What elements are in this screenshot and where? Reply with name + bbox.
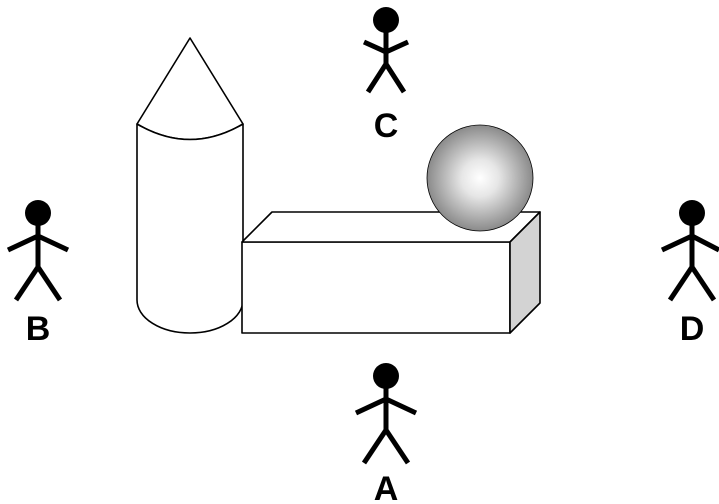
cone-shape bbox=[137, 38, 243, 140]
stick-figure-b bbox=[8, 200, 68, 300]
label-b: B bbox=[26, 310, 51, 348]
label-d: D bbox=[680, 310, 705, 348]
label-c: C bbox=[374, 107, 399, 145]
cylinder-shape bbox=[137, 124, 243, 333]
stick-figure-c bbox=[364, 7, 408, 92]
sphere-shape bbox=[427, 125, 533, 231]
label-a: A bbox=[374, 470, 399, 504]
stick-figure-d bbox=[662, 200, 719, 300]
stick-figure-a bbox=[356, 363, 416, 463]
box-front-face bbox=[242, 242, 510, 333]
